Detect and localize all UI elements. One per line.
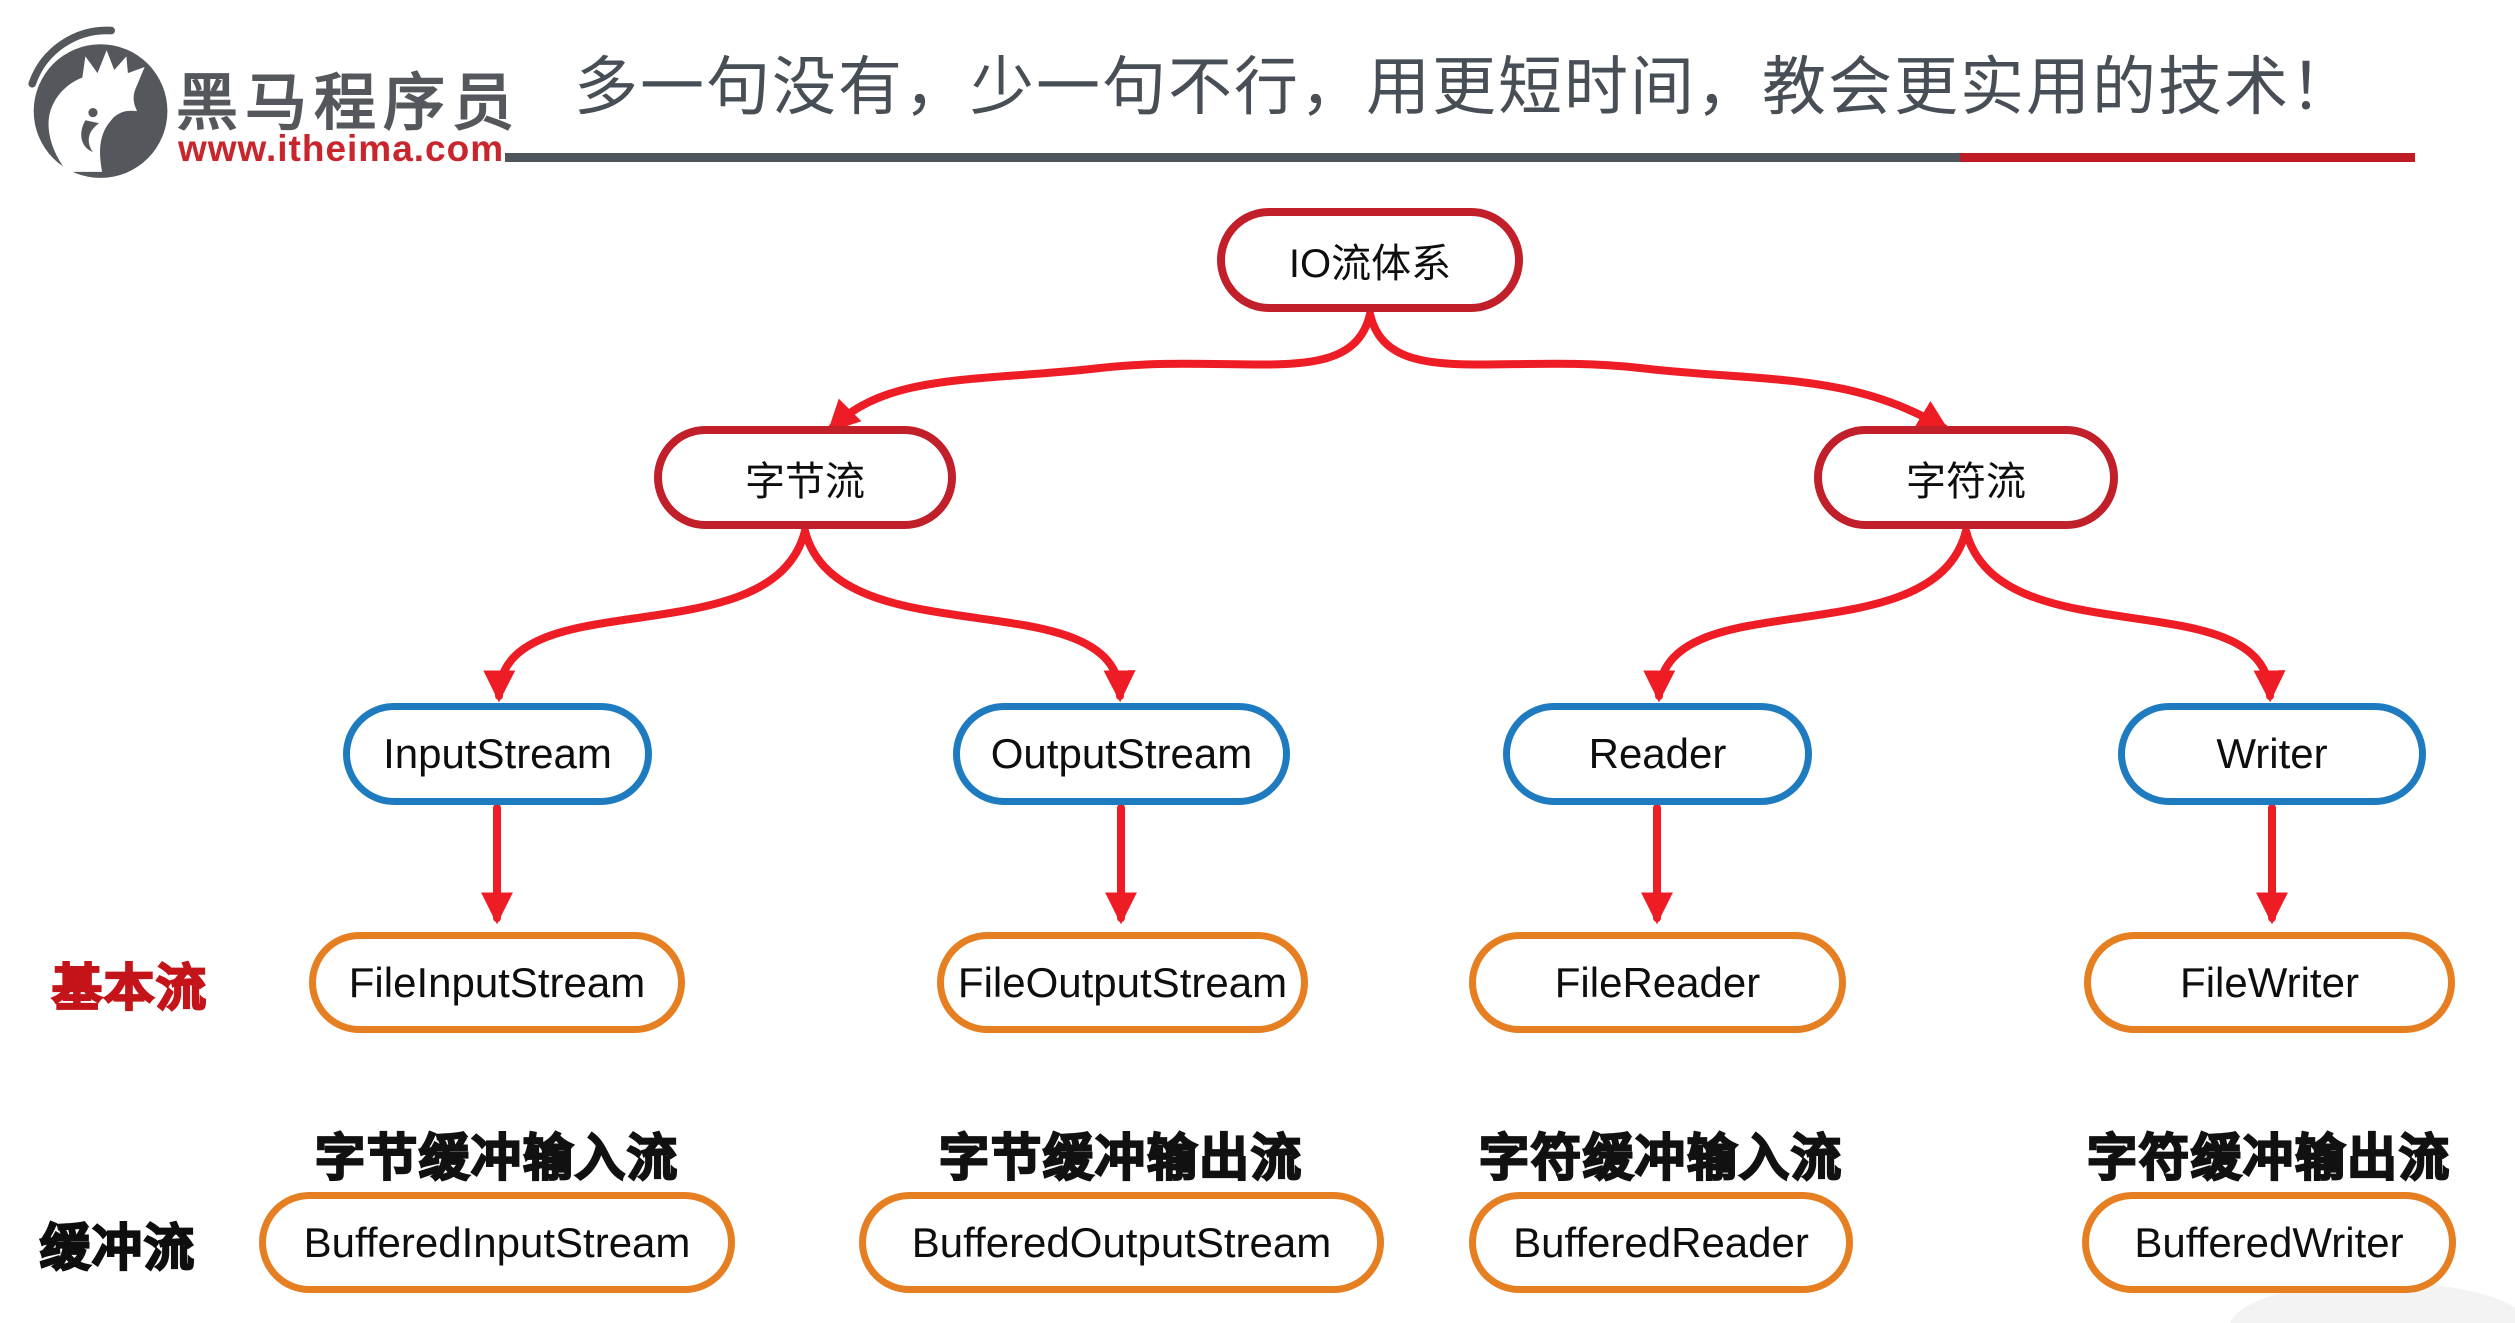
edge-char-to-reader <box>1643 527 1970 703</box>
header-rule-red <box>1960 153 2415 162</box>
caption-byte-buffered-output: 字节缓冲输出流 <box>938 1129 1303 1187</box>
header-slogan: 多一句没有，少一句不行，用更短时间，教会更实用的技术！ <box>574 51 2356 125</box>
brand-name: 黑马程序员 <box>176 69 522 138</box>
node-byte-stream: 字节流 <box>654 426 956 529</box>
row-label-basic-streams: 基本流 <box>51 959 208 1017</box>
row-label-buffered-streams: 缓冲流 <box>39 1219 196 1277</box>
caption-char-buffered-output: 字符缓冲输出流 <box>2086 1129 2451 1187</box>
node-bufferedreader: BufferedReader <box>1469 1192 1853 1293</box>
node-fileinputstream: FileInputStream <box>309 932 685 1033</box>
edge-root-to-char-stream <box>1366 310 1950 432</box>
node-bufferedoutputstream: BufferedOutputStream <box>859 1192 1384 1293</box>
node-fileoutputstream: FileOutputStream <box>937 932 1308 1033</box>
brand-url: www.itheima.com <box>178 128 505 169</box>
node-bufferedwriter: BufferedWriter <box>2082 1192 2456 1293</box>
node-io-stream-system: IO流体系 <box>1217 208 1523 312</box>
header-rule-gray <box>505 153 1960 162</box>
node-bufferedinputstream: BufferedInputStream <box>259 1192 735 1293</box>
edge-byte-to-outputstream <box>801 527 1136 703</box>
node-outputstream: OutputStream <box>953 703 1290 805</box>
itheima-horse-logo-icon <box>28 26 168 178</box>
edge-byte-to-inputstream <box>483 527 809 703</box>
node-reader: Reader <box>1503 703 1812 805</box>
node-writer: Writer <box>2118 703 2426 805</box>
edge-root-to-byte-stream <box>827 310 1374 433</box>
edge-char-to-writer <box>1962 527 2286 703</box>
caption-byte-buffered-input: 字节缓冲输入流 <box>314 1129 679 1187</box>
caption-char-buffered-input: 字符缓冲输入流 <box>1478 1129 1843 1187</box>
node-inputstream: InputStream <box>343 703 652 805</box>
node-char-stream: 字符流 <box>1814 426 2118 529</box>
node-filereader: FileReader <box>1469 932 1846 1033</box>
node-filewriter: FileWriter <box>2084 932 2455 1033</box>
